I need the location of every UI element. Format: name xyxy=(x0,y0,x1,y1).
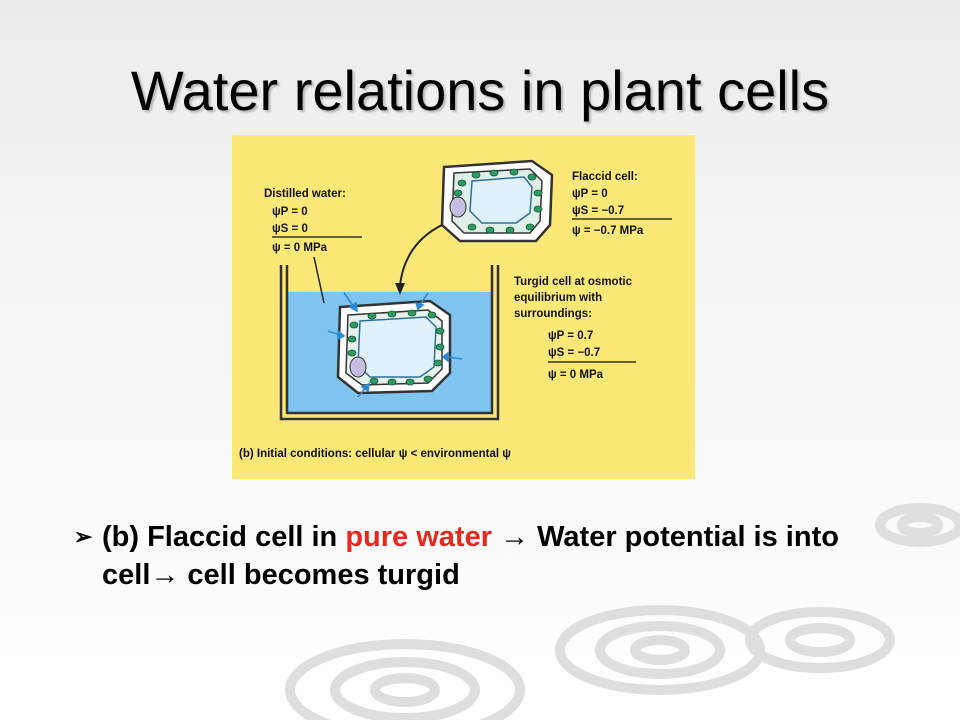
turgid-line3: surroundings: xyxy=(514,308,592,320)
turgid-nucleus xyxy=(349,356,367,378)
turgid-psi-p: ψP = 0.7 xyxy=(548,330,593,342)
distilled-psi: ψ = 0 MPa xyxy=(272,242,328,254)
distilled-psi-s: ψS = 0 xyxy=(272,223,308,235)
distilled-psi-p: ψP = 0 xyxy=(272,206,308,218)
figure-caption: (b) Initial conditions: cellular ψ < env… xyxy=(239,448,511,460)
turgid-cell xyxy=(336,299,452,395)
flaccid-psi: ψ = −0.7 MPa xyxy=(572,225,644,237)
turgid-line2: equilibrium with xyxy=(514,292,602,304)
distilled-water-heading: Distilled water: xyxy=(264,188,346,200)
flaccid-nucleus xyxy=(449,196,467,218)
slide-title: Water relations in plant cells xyxy=(130,59,830,122)
turgid-line1: Turgid cell at osmotic xyxy=(514,276,633,288)
flaccid-heading: Flaccid cell: xyxy=(572,171,638,183)
water-relations-figure: Distilled water: ψP = 0 ψS = 0 ψ = 0 MPa… xyxy=(232,135,695,479)
turgid-psi-s: ψS = −0.7 xyxy=(548,347,600,359)
transfer-arrow xyxy=(399,224,443,286)
turgid-psi: ψ = 0 MPa xyxy=(548,369,604,381)
bullet-text-part2: → Water potential is into cell→ cell bec… xyxy=(102,521,839,591)
water-influx-arrows xyxy=(327,292,463,398)
flaccid-psi-s: ψS = −0.7 xyxy=(572,205,624,217)
flaccid-cell xyxy=(440,159,554,243)
bullet-point: ➢ (b) Flaccid cell in pure water → Water… xyxy=(74,518,894,594)
bullet-text: (b) Flaccid cell in pure water → Water p… xyxy=(102,518,894,594)
flaccid-psi-p: ψP = 0 xyxy=(572,188,608,200)
bullet-arrow-icon: ➢ xyxy=(74,524,93,549)
bullet-highlight: pure water xyxy=(345,521,492,553)
bullet-text-part1: (b) Flaccid cell in xyxy=(102,521,346,553)
beaker xyxy=(279,265,500,421)
